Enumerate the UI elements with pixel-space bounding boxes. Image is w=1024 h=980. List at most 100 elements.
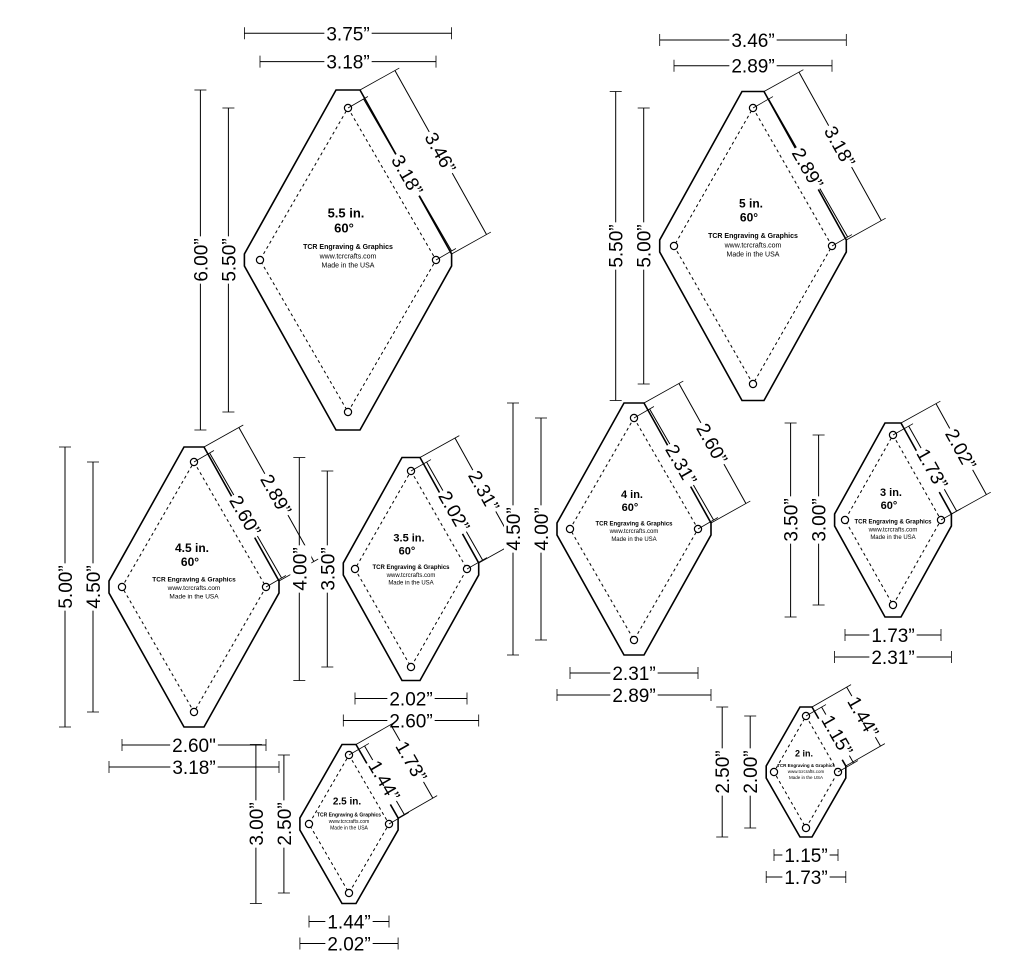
alignment-hole <box>769 767 779 777</box>
template-size-label: 4 in. <box>621 489 643 501</box>
template-t4: 4 in.60° TCR Engraving & Graphics www.tcrc… <box>504 380 751 707</box>
template-t55: 5.5 in.60° TCR Engraving & Graphics www.tc… <box>191 24 492 431</box>
inner-width-dim-label: 2.60" <box>172 736 216 757</box>
template-outline <box>108 446 280 728</box>
inner-side-dim-label: 2.31” <box>660 441 700 489</box>
inner-width-dim-label: 2.31” <box>612 664 655 685</box>
outer-side-dim-label: 2.31” <box>463 468 502 516</box>
template-size-label: 4.5 in. <box>175 541 209 555</box>
inner-side-dim-label: 3.18” <box>386 152 426 200</box>
alignment-hole <box>888 600 898 610</box>
website-label: www.tcrcrafts.com <box>724 242 782 249</box>
stitch-line <box>569 416 699 642</box>
made-in-label: Made in the USA <box>388 581 433 587</box>
made-in-label: Made in the USA <box>169 594 219 601</box>
made-in-label: Made in the USA <box>611 537 656 543</box>
stitch-line <box>844 433 942 607</box>
website-label: www.tcrcrafts.com <box>609 529 659 535</box>
inner-side-dim-label: 1.44” <box>363 757 403 805</box>
outer-width-dim-label: 2.89” <box>612 686 655 707</box>
outer-width-dim-label: 2.02” <box>327 935 370 956</box>
inner-width-dim-label: 2.89” <box>731 57 774 78</box>
brand-label: TCR Engraving & Graphics <box>708 233 798 240</box>
outer-side-dim-label: 1.73” <box>391 738 431 786</box>
outer-height-dim-label: 4.50” <box>504 507 525 550</box>
inner-height-dim-label: 2.00” <box>741 750 762 793</box>
alignment-hole <box>565 524 575 534</box>
website-label: www.tcrcrafts.com <box>167 585 221 592</box>
brand-label: TCR Engraving & Graphics <box>317 813 381 819</box>
outer-height-dim-label: 3.00” <box>247 802 268 845</box>
outer-height-dim-label: 5.50” <box>607 224 628 267</box>
template-size-label: 5 in. <box>739 196 763 210</box>
template-t35: 3.5 in.60°TCR Engraving & Graphicswww.tc… <box>290 435 519 733</box>
template-size-label: 3.5 in. <box>393 533 424 545</box>
brand-label: TCR Engraving & Graphics <box>372 565 450 571</box>
alignment-hole <box>350 564 360 574</box>
outer-height-dim-label: 6.00” <box>191 238 212 281</box>
template-t2: 2 in. TCR Engraving & Graphicswww.tcrcraf… <box>713 684 886 889</box>
outer-side-dim-label: 2.02” <box>940 426 979 474</box>
template-angle-label: 60° <box>622 502 639 514</box>
made-in-label: Made in the USA <box>727 251 780 258</box>
made-in-label: Made in the USA <box>870 535 915 541</box>
inner-width-dim-label: 3.18” <box>326 53 369 74</box>
template-angle-label: 60° <box>881 500 898 512</box>
outer-height-dim-label: 3.50” <box>782 498 803 541</box>
website-label: www.tcrcrafts.com <box>868 527 918 533</box>
brand-label: TCR Engraving & Graphics <box>777 763 835 768</box>
inner-height-dim-label: 3.50” <box>318 547 339 590</box>
template-size-label: 2.5 in. <box>333 797 362 808</box>
outer-side-dim-label: 2.89” <box>255 471 294 519</box>
outer-width-dim-label: 2.60” <box>389 712 432 733</box>
brand-label: TCR Engraving & Graphics <box>595 521 673 527</box>
made-in-label: Made in the USA <box>789 775 823 780</box>
template-t3: 3 in.60° TCR Engraving & Graphicswww.tcrc… <box>781 400 991 669</box>
outer-height-dim-label: 4.00” <box>290 547 311 590</box>
template-t45: 4.5 in.60°TCR Engraving & Graphicswww.tc… <box>56 424 319 779</box>
inner-width-dim-label: 1.44” <box>327 913 370 934</box>
template-angle-label: 60° <box>181 555 199 569</box>
template-size-label: 3 in. <box>880 487 902 499</box>
template-t25: 2.5 in.TCR Engraving & Graphicswww.tcrcr… <box>246 721 438 956</box>
website-label: www.tcrcrafts.com <box>788 769 825 774</box>
outer-width-dim-label: 2.31” <box>871 648 914 669</box>
inner-side-dim-label: 1.15” <box>816 712 856 760</box>
outer-side-dim-label: 2.60” <box>691 420 730 468</box>
alignment-hole <box>255 255 265 265</box>
alignment-hole <box>304 819 314 829</box>
inner-height-dim-label: 4.00” <box>532 507 553 550</box>
alignment-hole <box>801 823 811 833</box>
template-size-label: 2 in. <box>795 748 813 758</box>
template-size-label: 5.5 in. <box>328 205 365 220</box>
made-in-label: Made in the USA <box>322 262 375 269</box>
outer-width-dim-label: 1.73” <box>784 868 827 889</box>
stitch-line <box>308 754 390 894</box>
inner-height-dim-label: 2.50” <box>275 802 296 845</box>
inner-side-dim-label: 2.60” <box>224 492 264 540</box>
inner-width-dim-label: 2.02” <box>389 690 432 711</box>
outer-width-dim-label: 3.75” <box>326 24 369 45</box>
made-in-label: Made in the USA <box>330 826 368 832</box>
template-angle-label: 60° <box>334 220 354 235</box>
inner-height-dim-label: 3.00” <box>810 498 831 541</box>
brand-label: TCR Engraving & Graphics <box>854 520 932 526</box>
alignment-hole <box>748 379 758 389</box>
inner-side-dim-label: 2.02” <box>433 488 473 536</box>
brand-label: TCR Engraving & Graphics <box>303 244 393 251</box>
template-angle-label: 60° <box>399 546 416 558</box>
inner-width-dim-label: 1.15” <box>784 846 827 867</box>
inner-height-dim-label: 5.50” <box>219 238 240 281</box>
template-outline <box>658 90 848 402</box>
alignment-hole <box>189 707 199 717</box>
template-t5: 5 in.60°TCR Engraving & Graphicswww.tcrc… <box>606 30 886 402</box>
alignment-hole <box>629 635 639 645</box>
outer-side-dim-label: 3.18” <box>819 123 858 171</box>
alignment-hole <box>344 888 354 898</box>
outer-height-dim-label: 5.00” <box>56 565 77 608</box>
outer-width-dim-label: 3.18” <box>172 758 215 779</box>
inner-side-dim-label: 1.73” <box>912 445 952 493</box>
website-label: www.tcrcrafts.com <box>319 253 377 260</box>
alignment-hole <box>669 241 679 251</box>
